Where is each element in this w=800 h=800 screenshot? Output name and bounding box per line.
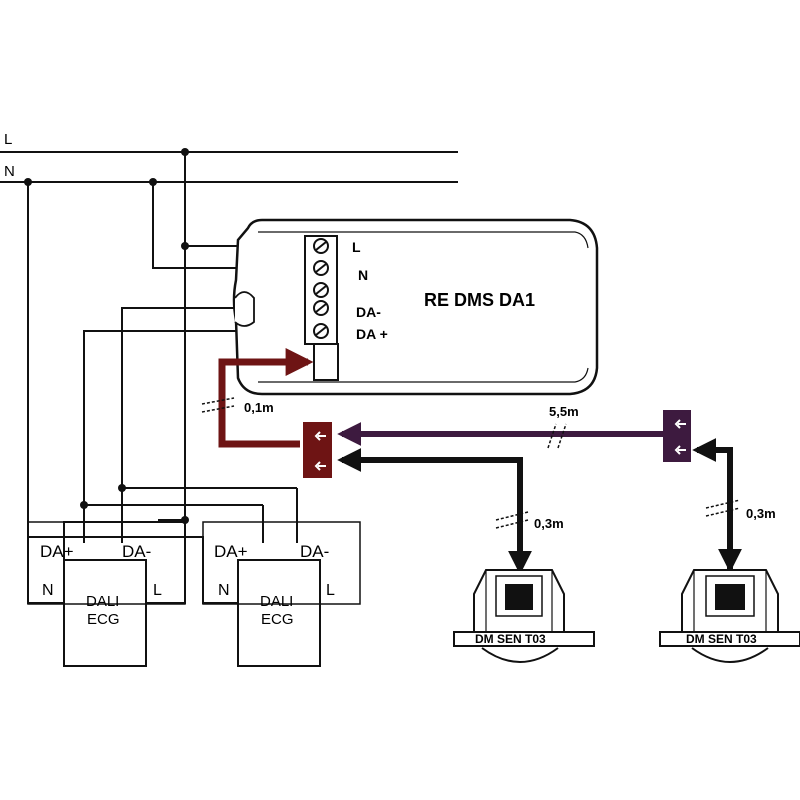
sensor1-cable-length: 0,3m bbox=[534, 516, 564, 531]
dali-ecg-2: DA+ DA- N L DALI ECG bbox=[202, 521, 361, 667]
short-cable-length: 0,1m bbox=[244, 400, 274, 415]
ecg2-n: N bbox=[218, 582, 230, 599]
dali-ecg-1: DA+ DA- N L DALI ECG bbox=[27, 521, 186, 667]
short-cable: 0,1m bbox=[201, 348, 332, 478]
terminal-n-label: N bbox=[358, 267, 368, 283]
sensor2-label: DM SEN T03 bbox=[686, 632, 757, 646]
long-cable: 5,5m bbox=[337, 404, 691, 462]
ecg2-da-plus: DA+ bbox=[214, 542, 248, 561]
long-cable-length: 5,5m bbox=[549, 404, 579, 419]
splitter-purple bbox=[663, 410, 691, 462]
controller-unit: L N DA- DA + RE DMS DA1 bbox=[232, 218, 599, 396]
sensor1-label: DM SEN T03 bbox=[475, 632, 546, 646]
ecg2-l: L bbox=[326, 582, 335, 599]
splitter-red bbox=[303, 422, 332, 478]
terminal-screws bbox=[313, 238, 329, 339]
line-l-label: L bbox=[4, 131, 12, 148]
terminal-l-label: L bbox=[352, 239, 361, 255]
sensor2-cable-length: 0,3m bbox=[746, 506, 776, 521]
ecg1-name-1: DALI bbox=[86, 593, 119, 610]
terminal-da-plus-label: DA + bbox=[356, 326, 388, 342]
sensor-cables: 0,3m 0,3m bbox=[337, 438, 776, 578]
ecg2-name-2: ECG bbox=[261, 611, 294, 628]
line-n-label: N bbox=[4, 163, 15, 180]
ecg1-n: N bbox=[42, 582, 54, 599]
ecg1-da-plus: DA+ bbox=[40, 542, 74, 561]
ecg2-da-minus: DA- bbox=[300, 542, 329, 561]
ecg1-name-2: ECG bbox=[87, 611, 120, 628]
ecg2-name-1: DALI bbox=[260, 593, 293, 610]
sensor-1: DM SEN T03 bbox=[453, 569, 595, 663]
sensor-2: DM SEN T03 bbox=[659, 569, 800, 663]
ecg1-l: L bbox=[153, 582, 162, 599]
mains-lines: L N bbox=[0, 131, 458, 183]
terminal-da-minus-label: DA- bbox=[356, 304, 381, 320]
ecg1-da-minus: DA- bbox=[122, 542, 151, 561]
sensor-port bbox=[313, 343, 339, 381]
controller-name: RE DMS DA1 bbox=[424, 290, 535, 310]
